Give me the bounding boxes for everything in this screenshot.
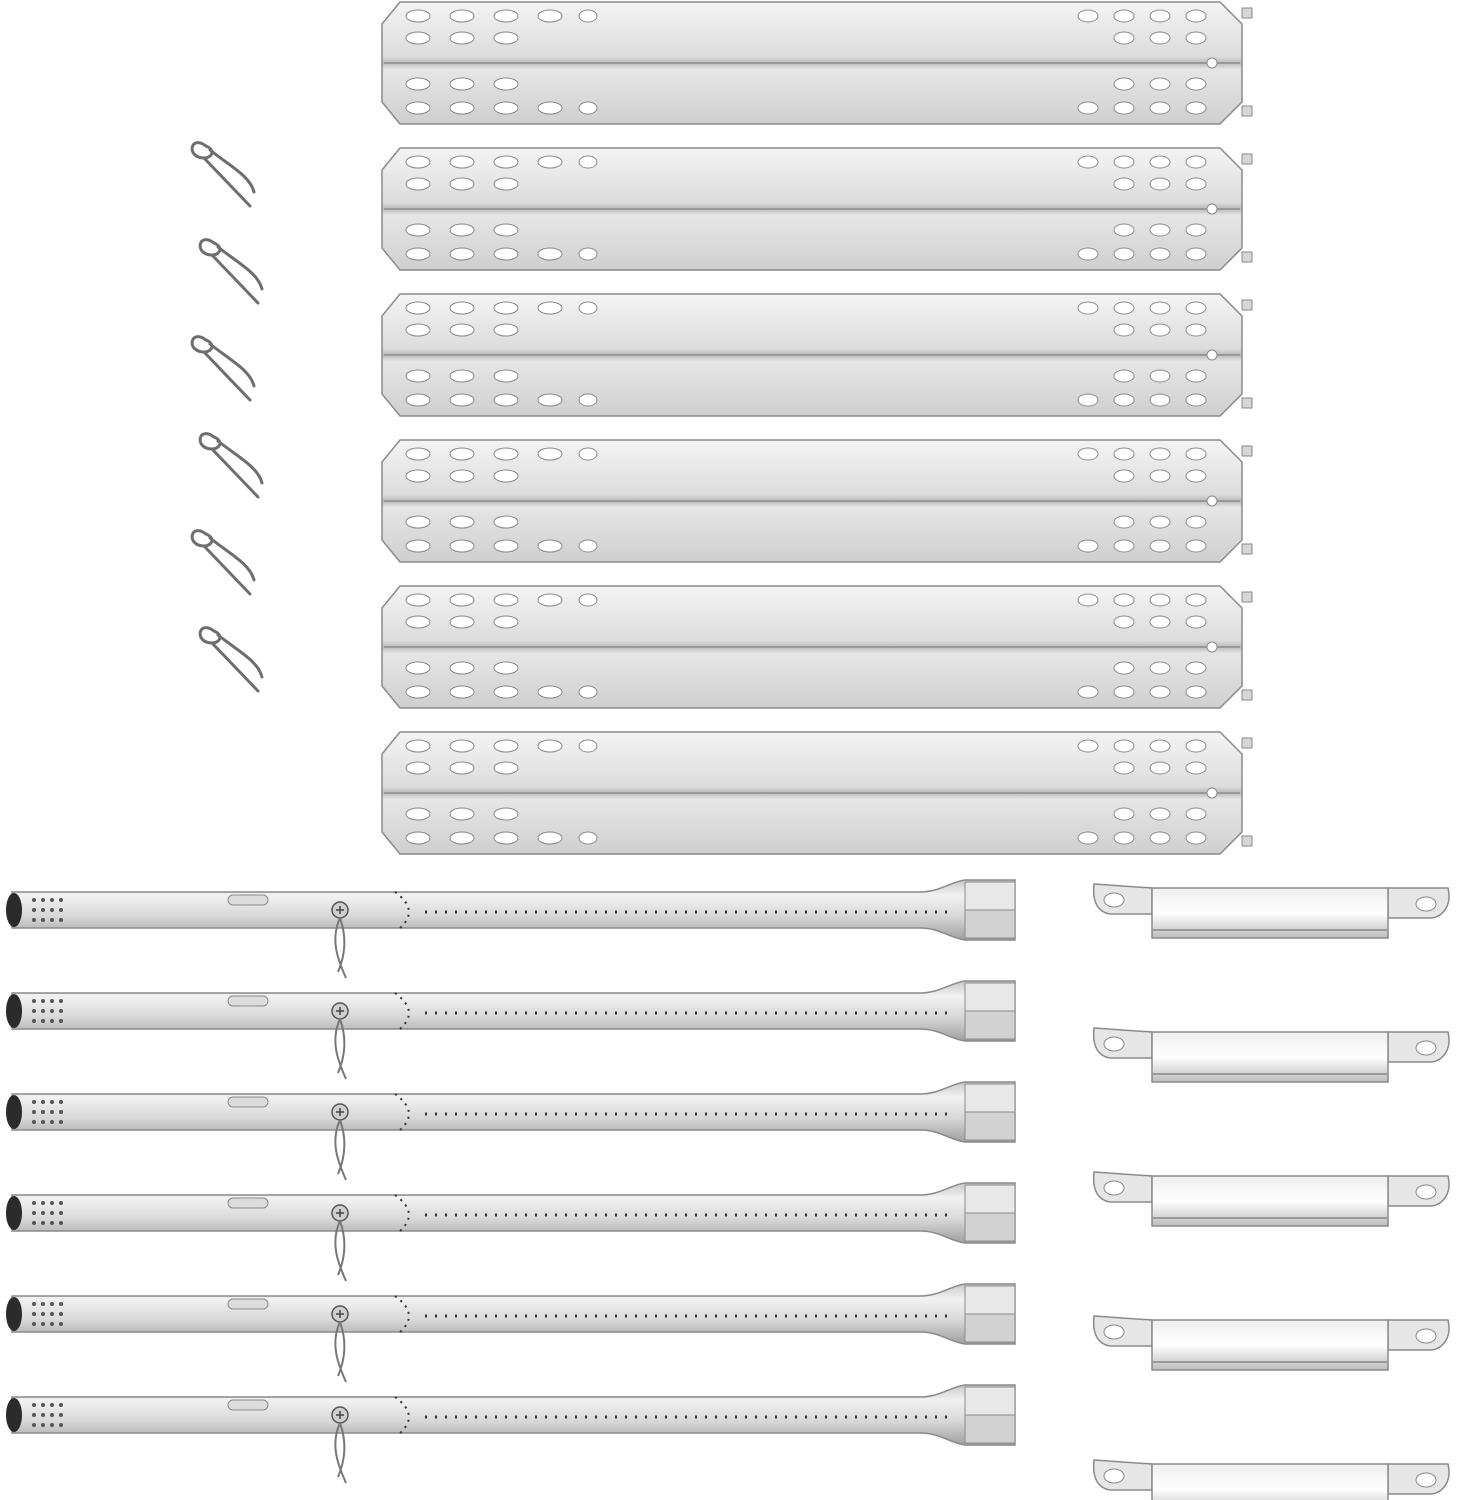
burner-tube: [6, 1081, 1016, 1181]
heat-plates-group: [381, 1, 1253, 855]
burner-tube: [6, 980, 1016, 1080]
heat-plate: [381, 1, 1253, 125]
cotter-pin: [198, 626, 264, 693]
cotter-pins-group: [190, 141, 264, 693]
heat-plate: [381, 147, 1253, 271]
heat-plate: [381, 731, 1253, 855]
cotter-pin: [190, 141, 256, 208]
cotter-pin: [198, 238, 264, 305]
heat-plate: [381, 439, 1253, 563]
crossover-tube: [1092, 1315, 1450, 1371]
burner-tubes-group: [6, 879, 1016, 1484]
crossover-tube: [1092, 1459, 1450, 1500]
crossover-tube: [1092, 1027, 1450, 1083]
cotter-pin: [198, 432, 264, 499]
cotter-pin: [190, 335, 256, 402]
burner-tube: [6, 1182, 1016, 1282]
crossover-tube: [1092, 1171, 1450, 1227]
burner-tube: [6, 1283, 1016, 1383]
cotter-pin: [190, 529, 256, 596]
heat-plate: [381, 293, 1253, 417]
crossover-tube: [1092, 883, 1450, 939]
crossover-tubes-group: [1092, 883, 1450, 1500]
heat-plate: [381, 585, 1253, 709]
burner-tube: [6, 1384, 1016, 1484]
burner-tube: [6, 879, 1016, 979]
